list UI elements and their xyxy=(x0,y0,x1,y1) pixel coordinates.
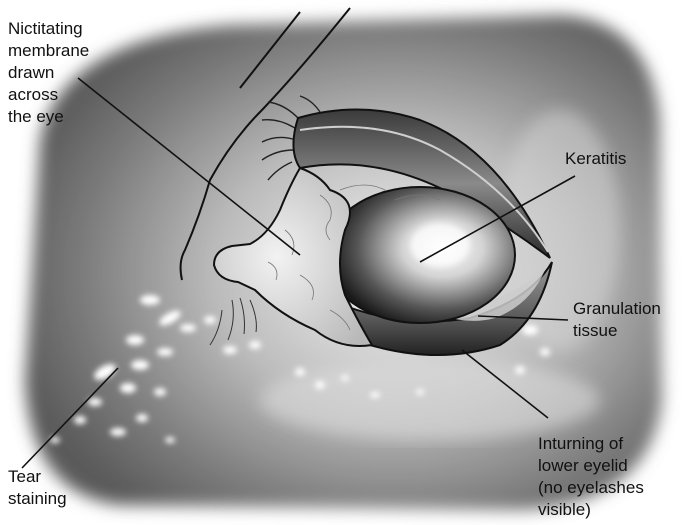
label-granulation-tissue: Granulation tissue xyxy=(573,298,661,342)
label-keratitis: Keratitis xyxy=(565,148,626,170)
label-inturning-lower-eyelid: Inturning of lower eyelid (no eyelashes … xyxy=(538,433,644,521)
label-tear-staining: Tear staining xyxy=(8,466,67,510)
label-nictitating-membrane: Nictitating membrane drawn across the ey… xyxy=(8,18,89,128)
cornea-highlight xyxy=(410,223,470,267)
